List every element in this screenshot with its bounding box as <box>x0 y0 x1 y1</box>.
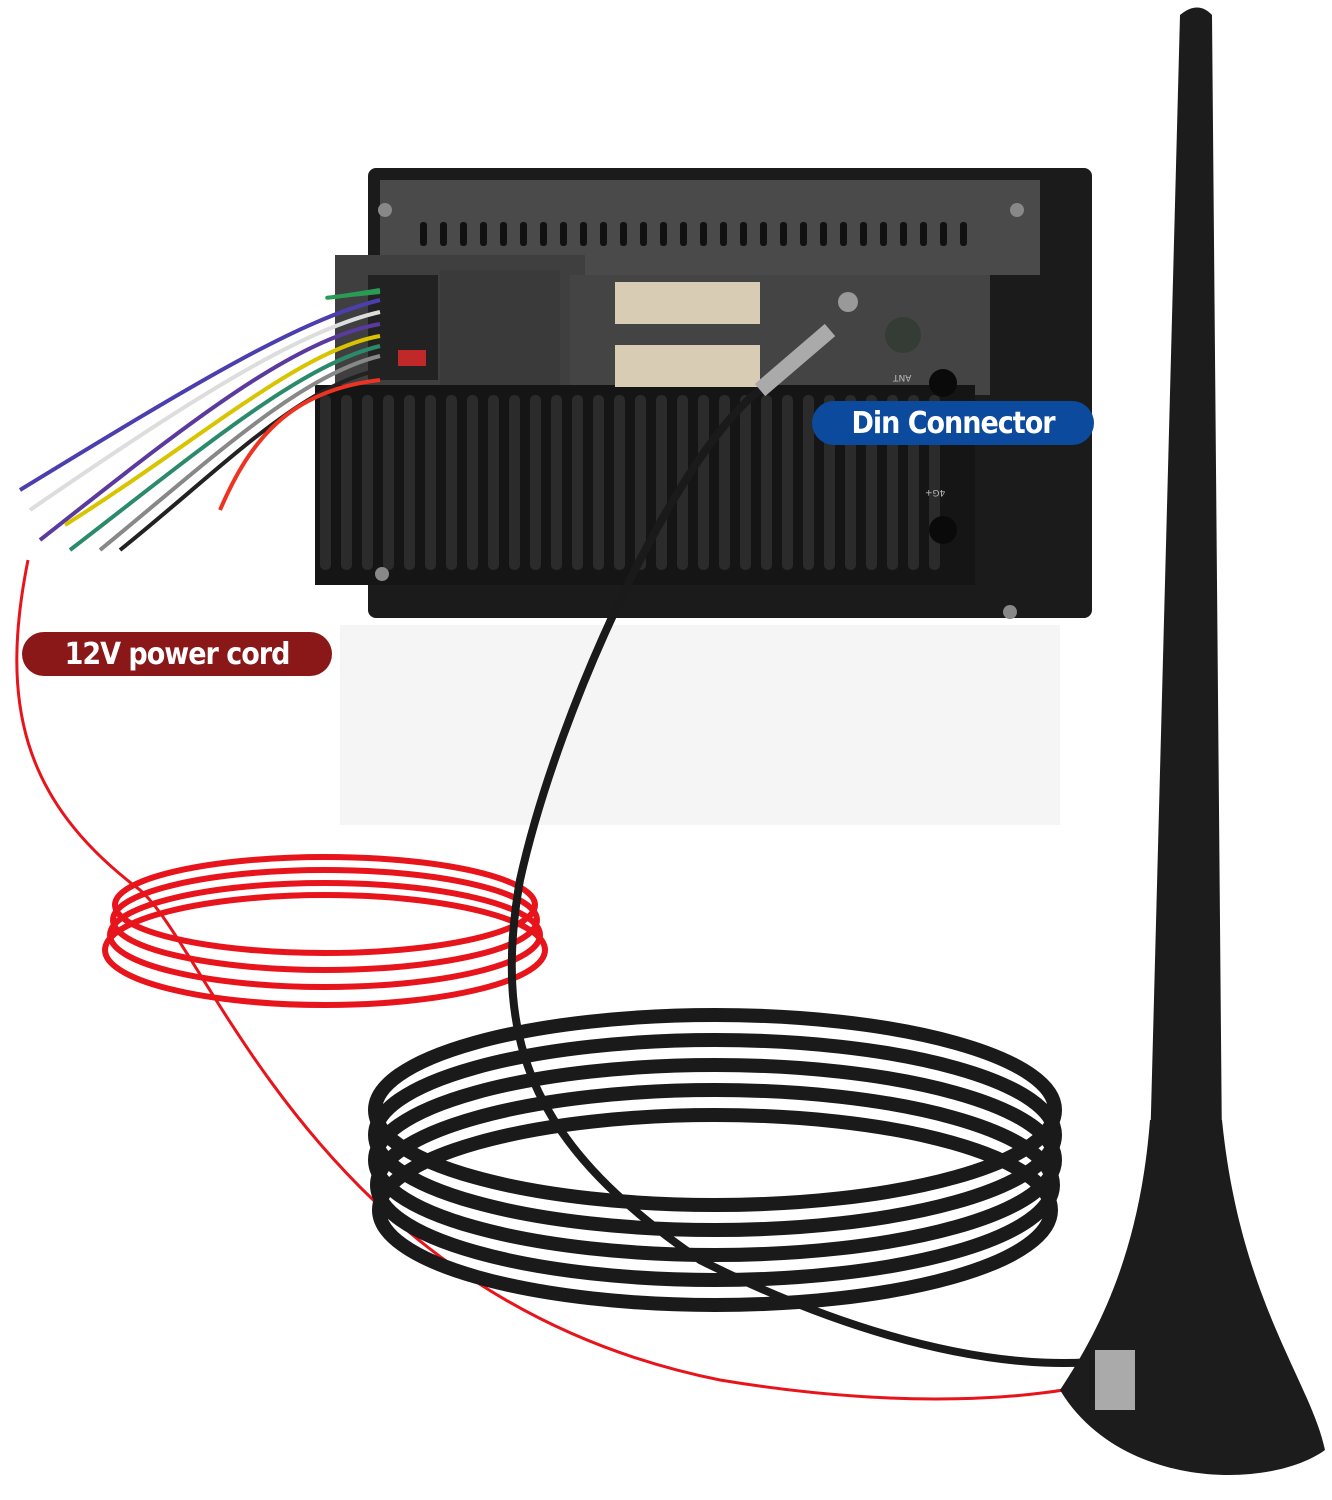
heatsink-fin <box>446 395 457 570</box>
vent-slot <box>780 222 787 246</box>
vent-slot <box>720 222 727 246</box>
heatsink-fin <box>719 395 730 570</box>
coax-coil <box>368 1008 1062 1212</box>
heatsink-fin <box>698 395 709 570</box>
vent-slot <box>660 222 667 246</box>
vent-slot <box>500 222 507 246</box>
vent-slot <box>820 222 827 246</box>
heatsink-fin <box>740 395 751 570</box>
vent-slot <box>680 222 687 246</box>
harness-connector-bottom <box>615 345 760 387</box>
heatsink-fin <box>614 395 625 570</box>
heatsink-fin <box>488 395 499 570</box>
heatsink-fin <box>404 395 415 570</box>
vent-slot <box>900 222 907 246</box>
vent-slot <box>740 222 747 246</box>
heatsink-fin <box>761 395 772 570</box>
vent-slot <box>440 222 447 246</box>
din-connector-label: Din Connector <box>812 401 1094 445</box>
vent-slot <box>480 222 487 246</box>
heatsink-fin <box>320 395 331 570</box>
power-cord <box>15 559 1111 1401</box>
vent-slot <box>760 222 767 246</box>
heatsink-fin <box>572 395 583 570</box>
heatsink-fin <box>635 395 646 570</box>
heatsink-fin <box>425 395 436 570</box>
antenna-mast <box>1060 7 1325 1475</box>
harness-connector-top <box>615 282 760 324</box>
vent-slot <box>420 222 427 246</box>
coaxial-cable <box>368 323 1111 1368</box>
heatsink-fin <box>551 395 562 570</box>
power-cord-label: 12V power cord <box>22 632 332 676</box>
vent-slot <box>560 222 567 246</box>
heatsink-fin <box>782 395 793 570</box>
vent-slot <box>600 222 607 246</box>
heatsink-fin <box>530 395 541 570</box>
heatsink-fin <box>341 395 352 570</box>
stereo-reflection <box>340 625 1060 825</box>
ant-marking: ANT <box>893 372 912 382</box>
vent-slot <box>580 222 587 246</box>
heatsink-fin <box>467 395 478 570</box>
heatsink-fin <box>362 395 373 570</box>
heatsink-fin <box>593 395 604 570</box>
vent-slot <box>700 222 707 246</box>
vent-slot <box>540 222 547 246</box>
vent-slot <box>840 222 847 246</box>
vent-slot <box>940 222 947 246</box>
ant-port <box>885 317 921 353</box>
vent-slot <box>880 222 887 246</box>
red-wire-coil <box>102 892 548 1008</box>
heatsink-fin <box>509 395 520 570</box>
vent-slot <box>960 222 967 246</box>
vent-slot <box>860 222 867 246</box>
lte-marking: 4G+ <box>925 487 946 497</box>
vent-slot <box>520 222 527 246</box>
heatsink-fin <box>383 395 394 570</box>
vent-slot <box>640 222 647 246</box>
heatsink-fin <box>803 395 814 570</box>
wire-harness <box>18 288 381 552</box>
car-stereo <box>315 168 1092 619</box>
vent-slot <box>920 222 927 246</box>
vent-slot <box>800 222 807 246</box>
vent-slot <box>620 222 627 246</box>
vent-slot <box>460 222 467 246</box>
heatsink-fin <box>656 395 667 570</box>
